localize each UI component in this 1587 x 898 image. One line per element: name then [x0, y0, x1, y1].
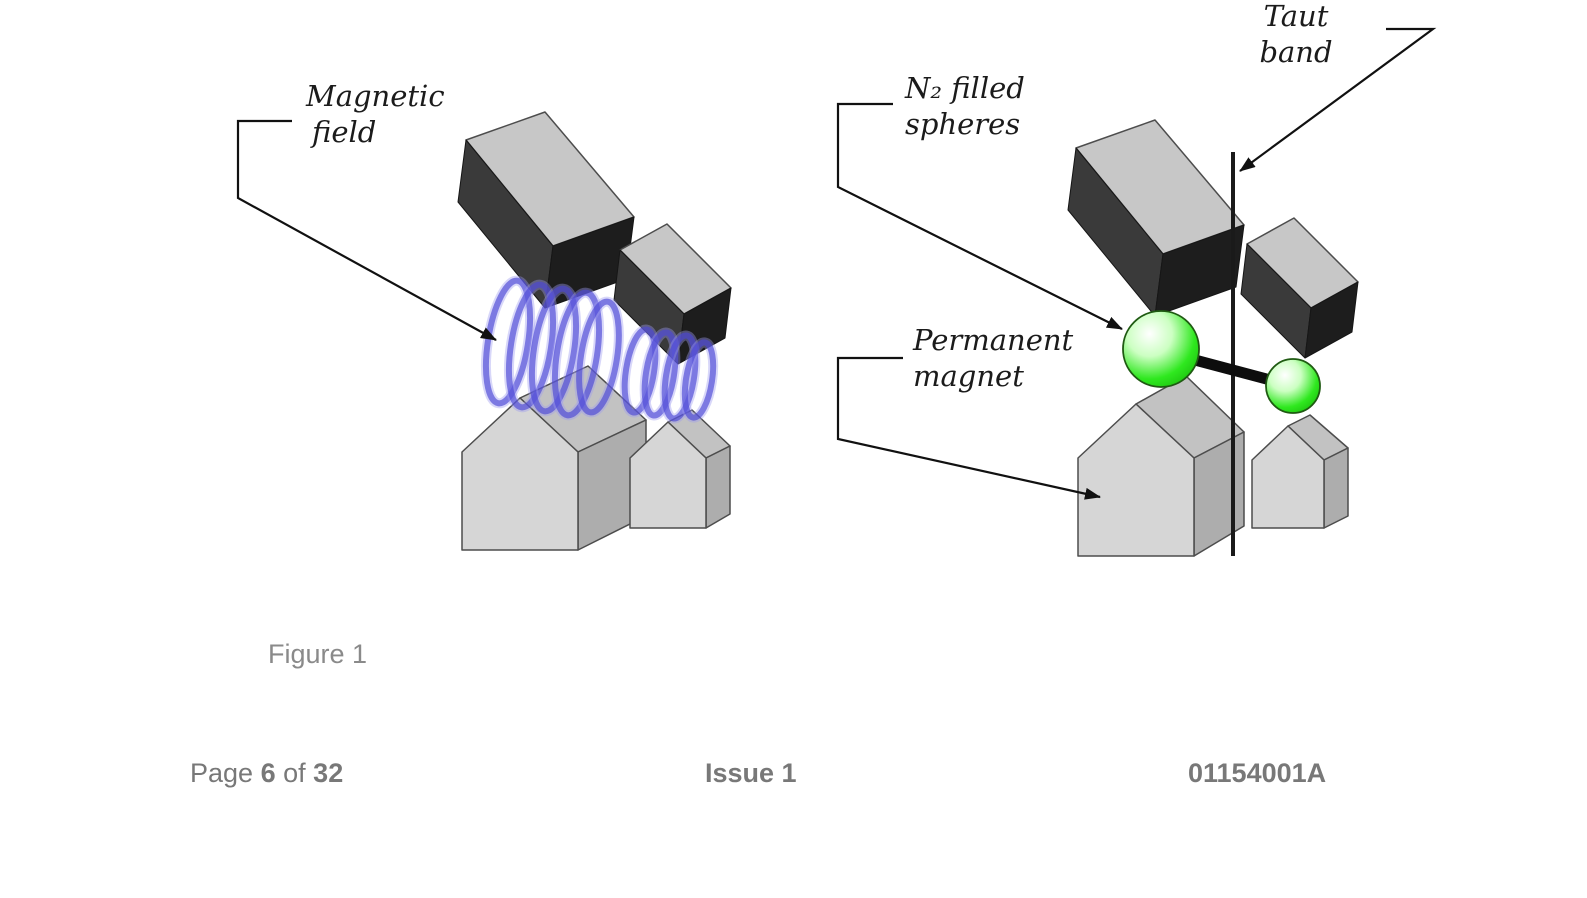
taut-band-leader-arrow	[1239, 27, 1437, 172]
label-n2-line2: spheres	[905, 107, 1021, 142]
right-lower-magnet-small	[1251, 414, 1349, 529]
permanent-magnet-leader-arrow	[836, 356, 1101, 500]
n2-sphere-small	[1265, 358, 1321, 414]
right-lower-magnet-large	[1077, 375, 1245, 557]
field-ring	[661, 332, 699, 422]
label-n2-filled-spheres: N₂ filled spheres	[905, 70, 1025, 143]
field-ring	[621, 326, 659, 416]
right-upper-magnet-large	[1067, 119, 1245, 317]
magnet-front-face	[1251, 425, 1325, 529]
field-ring	[641, 329, 679, 419]
label-taut-band: Taut band	[1248, 0, 1344, 71]
field-ring	[505, 281, 557, 411]
magnet-side-face	[705, 445, 731, 529]
magnet-side-face	[1304, 281, 1359, 359]
figure-caption: Figure 1	[268, 639, 368, 669]
right-upper-magnet-small	[1240, 217, 1359, 359]
magnet-side-face	[1154, 224, 1245, 317]
right-magnet-assembly	[836, 27, 1437, 557]
field-ring	[528, 285, 580, 415]
magnetic-field-rings	[480, 275, 719, 424]
footer-page-number: 6	[260, 758, 276, 788]
label-magnetic-field-line2: field	[312, 115, 377, 150]
left-lower-magnet-small	[629, 409, 731, 529]
left-upper-magnet-large	[457, 111, 635, 309]
left-magnet-assembly	[236, 111, 732, 551]
footer-page-total: 32	[313, 758, 344, 788]
field-ring	[681, 339, 717, 421]
label-taut-line2: band	[1259, 35, 1333, 70]
magnet-front-face	[1077, 403, 1195, 557]
label-permanent-line2: magnet	[913, 359, 1024, 394]
magnetic-field-leader-arrow	[236, 119, 497, 341]
label-permanent-line1: Permanent	[913, 323, 1074, 357]
label-n2-line1: N₂ filled	[905, 71, 1025, 105]
field-ring	[551, 289, 603, 419]
magnet-side-face	[1323, 447, 1349, 529]
magnet-front-face	[461, 397, 579, 551]
label-magnetic-field-line1: Magnetic	[306, 79, 445, 113]
field-ring	[576, 298, 622, 416]
footer-of-word: of	[283, 758, 306, 788]
magnet-front-face	[629, 421, 707, 529]
label-taut-line1: Taut	[1263, 0, 1329, 33]
footer-page-info: Page 6 of 32	[190, 758, 343, 789]
n2-sphere-large	[1122, 310, 1200, 388]
n2-spheres-leader-arrow	[836, 102, 1123, 330]
footer-page-word: Page	[190, 758, 254, 788]
label-permanent-magnet: Permanent magnet	[913, 322, 1073, 395]
footer-issue: Issue 1	[705, 758, 797, 788]
label-magnetic-field: Magnetic field	[306, 78, 445, 151]
footer-doc-number: 01154001A	[1188, 758, 1327, 788]
